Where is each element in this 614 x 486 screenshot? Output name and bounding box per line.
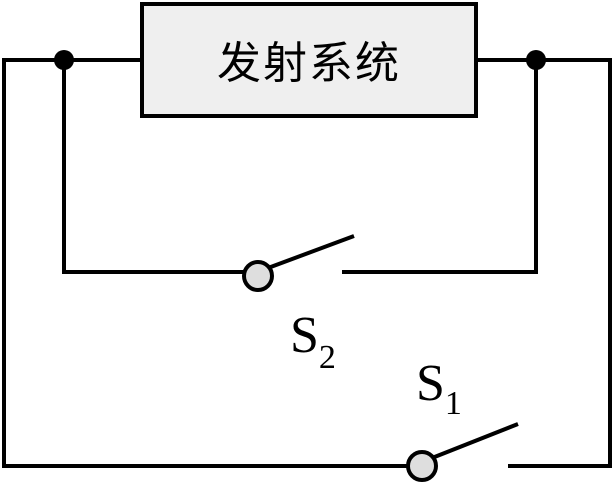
switch-s1-label: S1 (416, 355, 462, 422)
launch-system-label: 发射系统 (217, 38, 401, 89)
launch-system-box (140, 2, 478, 118)
switch-s1-pivot (406, 450, 438, 482)
switch-s2-label: S2 (290, 307, 336, 376)
switch-s1: S1 (406, 355, 519, 482)
switch-s2-lever (267, 234, 355, 270)
switch-s2-letter: S (290, 307, 319, 364)
inner-loop-wires (62, 58, 538, 274)
junction-node-right (526, 50, 546, 70)
inner-right-wire (342, 58, 538, 274)
inner-left-wire (62, 58, 246, 274)
switch-s1-lever (431, 422, 519, 460)
switch-s1-subscript: 1 (445, 385, 462, 422)
switch-s1-letter: S (416, 355, 445, 412)
switch-s2-subscript: 2 (319, 339, 336, 376)
outer-right-wire (474, 58, 612, 468)
junction-node-left (54, 50, 74, 70)
launch-system-component: 发射系统 (140, 2, 478, 118)
switch-s2-pivot (242, 260, 274, 292)
outer-loop-wires (2, 58, 612, 468)
switch-s2: S2 (242, 234, 355, 376)
